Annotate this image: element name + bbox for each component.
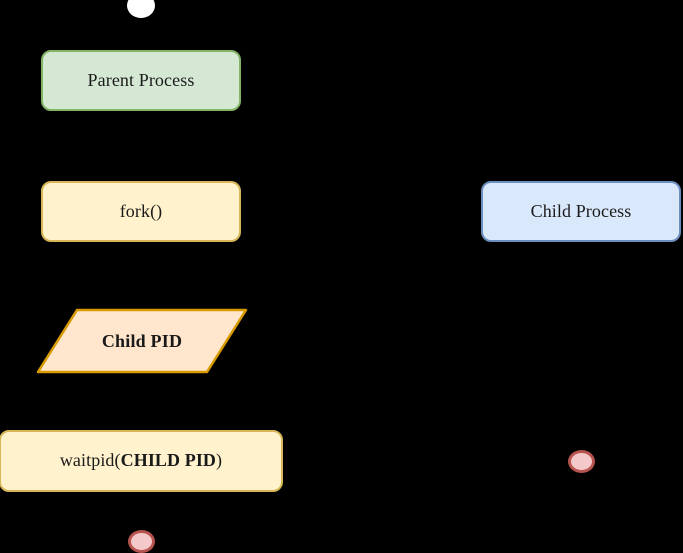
- waitpid-call[interactable]: waitpid(CHILD PID): [0, 430, 283, 492]
- parent-process[interactable]: Parent Process: [41, 50, 241, 111]
- waitpid-call-label: waitpid(CHILD PID): [60, 450, 222, 472]
- edge-start-to-parent: [140, 20, 141, 50]
- child-process-label: Child Process: [530, 200, 632, 221]
- child-pid-shape: [36, 308, 248, 374]
- waitpid-label-argument: CHILD PID: [120, 450, 217, 471]
- edge-waitpid-to-end-parent: [140, 492, 141, 532]
- child-pid-label: Child PID: [101, 330, 183, 351]
- edge-fork-to-child-process: [140, 210, 482, 211]
- waitpid-label-suffix: ): [216, 450, 223, 471]
- edge-child-pid-to-waitpid: [140, 372, 141, 431]
- parent-process-label: Parent Process: [87, 69, 195, 90]
- child-end-terminator: [568, 450, 595, 473]
- parent-end-terminator: [128, 530, 155, 553]
- fork-call-label: fork(): [119, 200, 163, 221]
- waitpid-label-prefix: waitpid(: [59, 450, 121, 471]
- edge-fork-to-child-pid: [140, 241, 141, 311]
- child-process[interactable]: Child Process: [481, 181, 681, 242]
- fork-call[interactable]: fork(): [41, 181, 241, 242]
- start-terminator: [127, 0, 155, 18]
- edge-child-process-to-end-child: [581, 241, 582, 452]
- edge-parent-to-fork: [140, 111, 141, 181]
- child-pid-data[interactable]: Child PID: [36, 308, 248, 374]
